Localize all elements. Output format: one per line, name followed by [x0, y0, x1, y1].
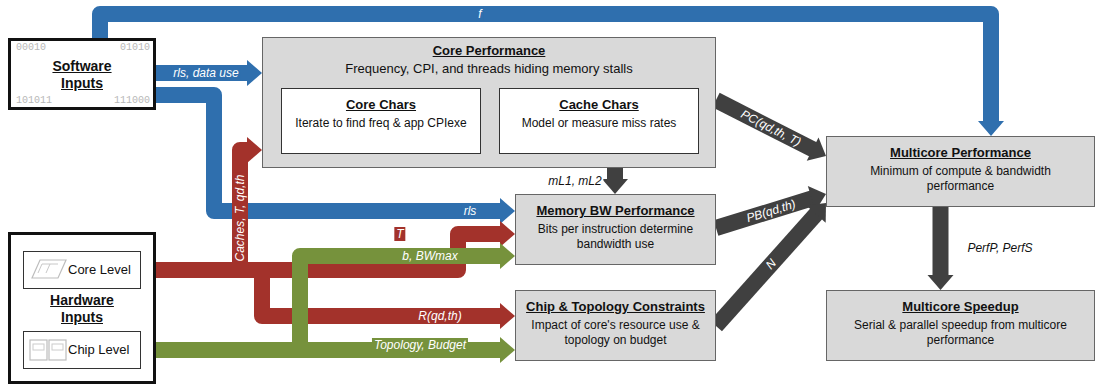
node-heading: Multicore Speedup — [827, 291, 1094, 315]
chip-level-box: Chip Level — [23, 331, 141, 369]
flow-ribbon — [607, 168, 623, 180]
arrow-head — [500, 221, 515, 247]
flow-ribbon — [156, 65, 248, 81]
edge-label: rls, data use — [171, 66, 240, 80]
core-icon — [28, 256, 68, 284]
flow-arrow — [141, 243, 515, 350]
arrow-head — [247, 137, 262, 163]
node-body: Impact of core's resource use & topology… — [516, 315, 715, 352]
core-chars-box: Core CharsIterate to find freq & app CPI… — [281, 88, 481, 154]
node-heading: Software Inputs — [40, 58, 124, 92]
core-performance-box: Core PerformanceFrequency, CPI, and thre… — [262, 37, 716, 168]
arrow-head — [500, 303, 515, 329]
node-body: Serial & parallel speedup from multicore… — [827, 315, 1094, 352]
flow-arrow — [156, 60, 262, 86]
node-body: Frequency, CPI, and threads hiding memor… — [263, 61, 715, 76]
multicore-performance-box: Multicore PerformanceMinimum of compute … — [826, 136, 1095, 207]
node-body: Model or measure miss rates — [500, 113, 698, 135]
node-heading: Multicore Performance — [827, 137, 1094, 161]
flow-arrow — [141, 337, 515, 363]
node-body: Bits per instruction determine bandwidth… — [516, 219, 715, 256]
binary-digits: 111000 — [114, 95, 150, 106]
chip-icon — [28, 336, 68, 364]
hardware-inputs-box: Hardware Inputs Core LevelChip Level — [8, 232, 156, 384]
binary-digits: 00010 — [16, 42, 46, 53]
flow-arrow — [602, 168, 628, 194]
node-heading: Hardware Inputs — [11, 292, 153, 326]
flow-ribbon — [141, 150, 248, 270]
arrow-head — [806, 203, 826, 223]
flow-arrow — [716, 100, 826, 161]
flow-arrow — [716, 203, 826, 326]
node-heading: Core Level — [24, 252, 140, 278]
edge-label: T — [394, 227, 405, 241]
arrow-head — [500, 198, 515, 224]
binary-digits: 01010 — [120, 42, 150, 53]
edge-label: b, BWmax — [400, 249, 459, 263]
binary-digits: 101011 — [16, 95, 52, 106]
arrow-head — [500, 337, 515, 363]
flow-arrow — [928, 207, 954, 290]
flow-arrow — [100, 14, 1004, 136]
edge-label: f — [476, 7, 483, 21]
arrow-head — [247, 60, 262, 86]
node-heading: Memory BW Performance — [516, 195, 715, 219]
node-heading: Cache Chars — [500, 89, 698, 113]
node-body: Iterate to find freq & app CPIexe — [282, 113, 480, 135]
flow-arrow — [141, 137, 262, 270]
arrow-head — [978, 121, 1004, 136]
flow-ribbon — [141, 256, 501, 350]
node-heading: Chip Level — [24, 332, 140, 358]
node-heading: Chip & Topology Constraints — [516, 291, 715, 315]
node-heading: Core Chars — [282, 89, 480, 113]
flow-ribbon — [933, 207, 949, 276]
multicore-speedup-box: Multicore SpeedupSerial & parallel speed… — [826, 290, 1095, 361]
edge-label: R(qd,th) — [416, 309, 463, 323]
flow-arrow — [141, 270, 515, 329]
flow-ribbon — [716, 100, 814, 150]
edge-label: PerfP, PerfS — [965, 241, 1034, 255]
cache-chars-box: Cache CharsModel or measure miss rates — [499, 88, 699, 154]
edge-label: Topology, Budget — [372, 338, 468, 352]
node-body: Minimum of compute & bandwidth performan… — [827, 161, 1094, 198]
edge-label: PB(qd,th) — [743, 196, 799, 225]
memory-bw-box: Memory BW PerformanceBits per instructio… — [515, 194, 716, 265]
arrow-head — [602, 179, 628, 194]
edge-label: rls — [462, 204, 479, 218]
arrow-head — [500, 243, 515, 269]
flow-ribbon — [716, 213, 817, 326]
edge-label: mL1, mL2 — [546, 174, 603, 188]
core-level-box: Core Level — [23, 251, 141, 289]
node-heading: Core Performance — [263, 43, 715, 59]
arrow-head — [928, 275, 954, 290]
edge-label: Caches, T, qd,th — [233, 173, 247, 264]
edge-label: PC(qd,th, T) — [737, 106, 805, 150]
chip-topology-box: Chip & Topology ConstraintsImpact of cor… — [515, 290, 716, 361]
arrow-head — [807, 138, 826, 161]
